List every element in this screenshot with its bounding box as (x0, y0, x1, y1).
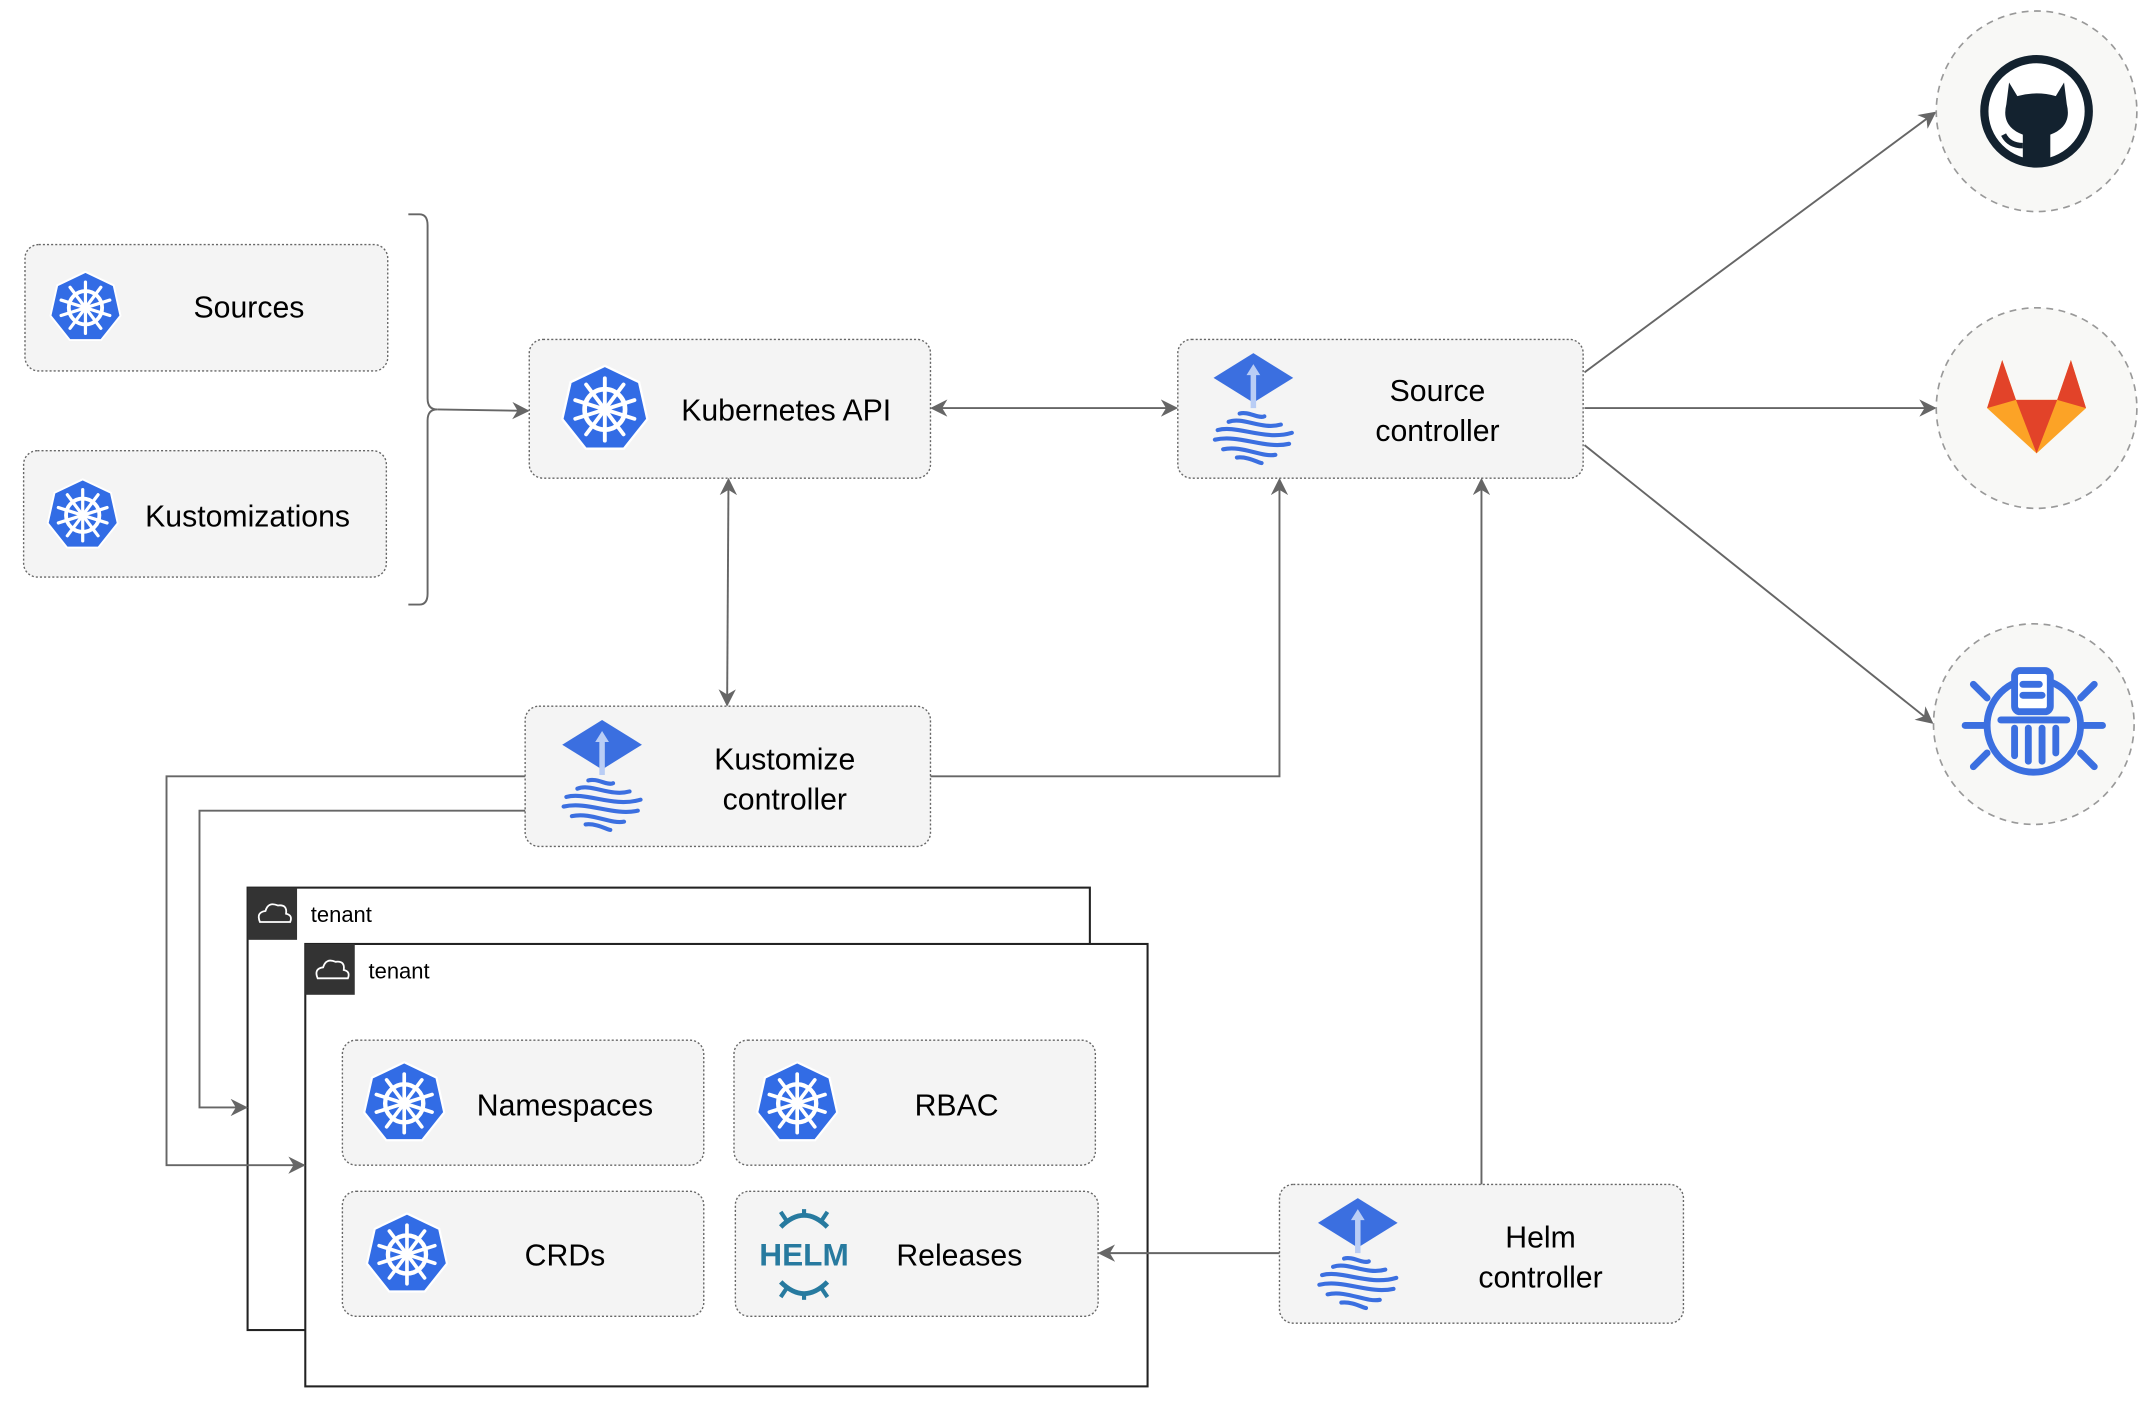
crds-node[interactable]: CRDs (341, 1190, 705, 1318)
edge-kustomize-to-source (930, 477, 1289, 778)
tenant-label: tenant (311, 902, 372, 927)
releases-label: Releases (896, 1239, 1022, 1272)
source-controller-label-2: controller (1375, 415, 1499, 448)
rbac-label: RBAC (915, 1090, 999, 1123)
cloud-icon-bg (305, 943, 355, 995)
edge-to-bucket (1583, 444, 1934, 724)
helm-logo-text: HELM (759, 1236, 849, 1272)
namespaces-node[interactable]: Namespaces (341, 1039, 705, 1166)
gitlab-icon (1987, 359, 2087, 454)
helm-icon: HELM (759, 1209, 849, 1300)
edge-bracket-to-api (437, 401, 530, 420)
cloud-icon (257, 903, 292, 923)
edge-api-kustomize-controller (718, 477, 738, 707)
helm-controller-label-2: controller (1478, 1261, 1602, 1294)
bucket-source[interactable] (1932, 622, 2135, 826)
helm-controller-node[interactable]: Helm controller (1278, 1183, 1685, 1324)
namespaces-label: Namespaces (477, 1090, 653, 1123)
kustomizations-label: Kustomizations (145, 500, 350, 533)
sources-node[interactable]: Sources (24, 243, 389, 372)
kustomize-controller-label-1: Kustomize (714, 743, 855, 776)
kustomize-controller-label-2: controller (723, 783, 847, 816)
helm-controller-label-1: Helm (1505, 1222, 1576, 1255)
edge-kustomize-to-tenant-back (198, 809, 526, 1117)
source-controller-label-1: Source (1390, 375, 1486, 408)
edge-to-github (1583, 111, 1937, 374)
bucket-icon (1961, 667, 2106, 776)
tenant-label: tenant (369, 958, 430, 983)
releases-node[interactable]: HELM Releases (734, 1190, 1099, 1318)
gitlab-source[interactable] (1935, 306, 2138, 510)
github-icon (1980, 54, 2093, 168)
group-bracket (408, 213, 438, 606)
github-source[interactable] (1935, 10, 2138, 213)
kubernetes-api-node[interactable]: Kubernetes API (528, 338, 932, 479)
sources-label: Sources (194, 291, 305, 324)
kustomizations-node[interactable]: Kustomizations (22, 449, 388, 578)
rbac-node[interactable]: RBAC (733, 1039, 1097, 1166)
cloud-icon (315, 959, 350, 980)
source-controller-node[interactable]: Source controller (1177, 338, 1584, 479)
kustomize-controller-node[interactable]: Kustomize controller (524, 705, 932, 848)
crds-label: CRDs (525, 1239, 606, 1272)
edge-kustomize-to-tenant-front (165, 775, 526, 1174)
cloud-icon-bg (247, 887, 298, 940)
kubernetes-api-label: Kubernetes API (681, 394, 891, 427)
